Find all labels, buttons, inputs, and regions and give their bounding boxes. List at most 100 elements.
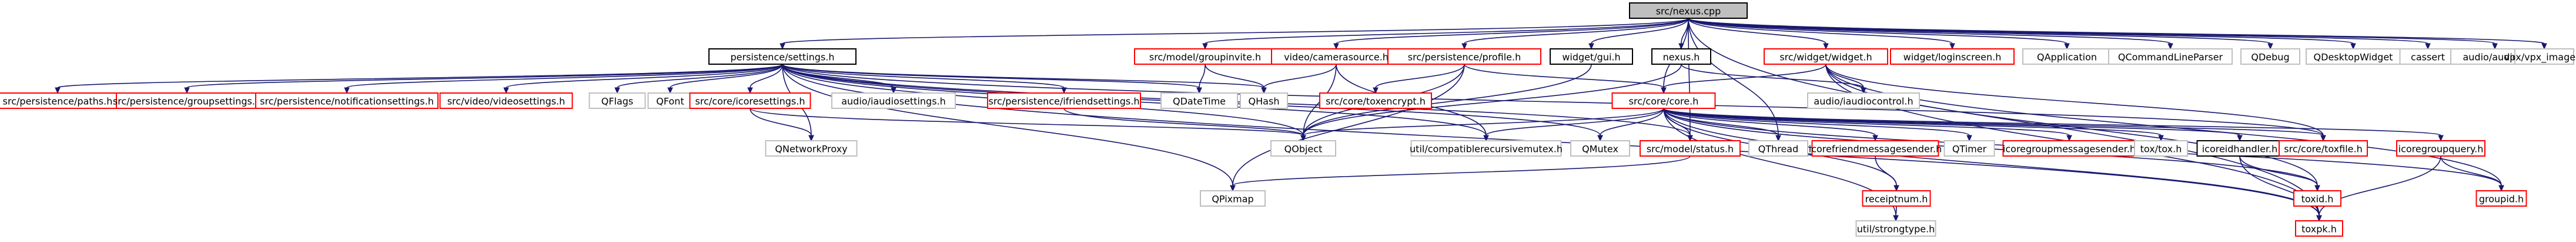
node-qthread[interactable]: QThread [1748, 140, 1808, 157]
node-qfont[interactable]: QFont [647, 92, 693, 109]
node-box [1764, 48, 1888, 65]
node-qdesktopwidget[interactable]: QDesktopWidget [2306, 48, 2401, 65]
node-label: QTimer [1952, 144, 1987, 155]
node-paths[interactable]: src/persistence/paths.h [0, 92, 117, 109]
node-qhash[interactable]: QHash [1240, 92, 1288, 109]
node-groupsettings[interactable]: src/persistence/groupsettings.h [113, 92, 261, 109]
node-idhandler[interactable]: icoreidhandler.h [2196, 140, 2283, 157]
node-label: src/persistence/groupsettings.h [113, 96, 261, 107]
node-label: QObject [1284, 144, 1323, 155]
node-label: QFlags [601, 96, 634, 107]
node-toxpk[interactable]: toxpk.h [2295, 220, 2343, 237]
node-audiosettings[interactable]: audio/iaudiosettings.h [831, 92, 956, 109]
node-box [1811, 140, 1939, 157]
node-label: audio/iaudiocontrol.h [1814, 96, 1913, 107]
node-box [2293, 190, 2341, 207]
edge-core_h-to-groupmsgsender [1663, 108, 2072, 142]
node-groupinvite[interactable]: src/model/groupinvite.h [1134, 48, 1276, 65]
edge-core_h-to-toxfile [1663, 108, 2326, 142]
node-qtimer[interactable]: QTimer [1943, 140, 1995, 157]
edge-profile-to-toxencrypt [1373, 64, 1465, 94]
edge-core_h-to-idhandler [1663, 108, 2243, 142]
node-psettings[interactable]: persistence/settings.h [708, 48, 857, 65]
edge-toxid-to-toxpk [2316, 205, 2322, 222]
node-label: QNetworkProxy [775, 144, 847, 155]
node-qnetproxy[interactable]: QNetworkProxy [765, 140, 858, 157]
node-groupmsgsender[interactable]: icoregroupmessagesender.h [2002, 140, 2136, 157]
node-videosettings[interactable]: src/video/videosettings.h [439, 92, 573, 109]
node-label: icoregroupmessagesender.h [2003, 144, 2136, 155]
node-label: util/strongtype.h [1857, 224, 1935, 235]
node-friendmsgsender[interactable]: icorefriendmessagesender.h [1809, 140, 1942, 157]
node-qcmdline[interactable]: QCommandLineParser [2108, 48, 2233, 65]
node-notifsettings[interactable]: src/persistence/notificationsettings.h [255, 92, 439, 109]
node-label: nexus.h [1663, 52, 1700, 63]
node-toxtox[interactable]: tox/tox.h [2134, 140, 2188, 157]
edge-friendsettings-to-qobject [1063, 108, 1306, 142]
node-strongtype[interactable]: util/strongtype.h [1855, 220, 1936, 237]
node-widget-widget[interactable]: src/widget/widget.h [1764, 48, 1888, 65]
node-camerasource[interactable]: video/camerasource.h [1271, 48, 1401, 65]
node-toxid[interactable]: toxid.h [2293, 190, 2341, 207]
node-label: src/persistence/paths.h [3, 96, 113, 107]
node-box [1240, 92, 1288, 109]
node-vpx[interactable]: vpx/vpx_image.h [2504, 48, 2576, 65]
edge-core_h-to-groupquery [1663, 108, 2444, 142]
node-box [1748, 140, 1808, 157]
node-label: video/camerasource.h [1284, 52, 1389, 63]
node-box [255, 92, 439, 109]
node-toxencrypt[interactable]: src/core/toxencrypt.h [1319, 92, 1432, 109]
node-label: tox/tox.h [2140, 144, 2182, 155]
node-label: QMutex [1582, 144, 1618, 155]
node-box [116, 92, 258, 109]
node-nexus-cpp[interactable]: src/nexus.cpp [1629, 2, 1748, 19]
node-qflags[interactable]: QFlags [588, 92, 646, 109]
node-core-h[interactable]: src/core/core.h [1611, 92, 1716, 109]
node-toxfile[interactable]: src/core/toxfile.h [2279, 140, 2368, 157]
edge-profile-to-core_h [1464, 64, 1667, 94]
node-audiocontrol[interactable]: audio/iaudiocontrol.h [1807, 92, 1920, 109]
node-profile[interactable]: src/persistence/profile.h [1387, 48, 1541, 65]
node-receiptnum[interactable]: receiptnum.h [1862, 190, 1931, 207]
edge-nexus_cpp-to-camerasource [1333, 18, 1689, 50]
node-box [1410, 140, 1562, 157]
node-nexus-h[interactable]: nexus.h [1651, 48, 1711, 65]
node-box [1855, 220, 1936, 237]
node-status-h[interactable]: src/model/status.h [1640, 140, 1741, 157]
edge-psettings-to-qfont [667, 64, 783, 94]
node-label: QHash [1249, 96, 1280, 107]
node-box [2396, 140, 2485, 157]
node-groupid[interactable]: groupid.h [2475, 190, 2527, 207]
node-layer: src/nexus.cpp persistence/settings.h src/m… [0, 2, 2576, 237]
node-qdebug[interactable]: QDebug [2240, 48, 2300, 65]
node-cassert[interactable]: cassert [2399, 48, 2457, 65]
node-box [1319, 92, 1432, 109]
node-box [689, 92, 811, 109]
node-box [1651, 48, 1711, 65]
node-label: audio/iaudiosettings.h [841, 96, 946, 107]
edge-idhandler-to-toxpk [2239, 155, 2322, 222]
node-label: toxpk.h [2301, 224, 2337, 235]
node-box [647, 92, 693, 109]
node-box [1807, 92, 1920, 109]
edge-core_h-to-compatmutex [1483, 108, 1664, 142]
node-groupquery[interactable]: icoregroupquery.h [2396, 140, 2485, 157]
node-label: persistence/settings.h [730, 52, 834, 63]
node-label: src/model/groupinvite.h [1149, 52, 1261, 63]
edge-nexus_cpp-to-widget_widget [1688, 18, 1829, 50]
node-qapplication[interactable]: QApplication [2022, 48, 2112, 65]
node-qpixmap[interactable]: QPixmap [1200, 190, 1266, 207]
node-loginscreen[interactable]: widget/loginscreen.h [1890, 48, 2015, 65]
node-qmutex[interactable]: QMutex [1570, 140, 1630, 157]
node-widget-gui[interactable]: widget/gui.h [1550, 48, 1633, 65]
node-box [1862, 190, 1931, 207]
node-compatmutex[interactable]: util/compatiblerecursivemutex.h [1410, 140, 1563, 157]
node-qdatetime[interactable]: QDateTime [1160, 92, 1238, 109]
edge-psettings-to-notifsettings [344, 64, 783, 94]
node-coresettings[interactable]: src/core/icoresettings.h [689, 92, 811, 109]
edge-camerasource-to-qhash [1261, 64, 1337, 94]
node-qobject[interactable]: QObject [1270, 140, 1336, 157]
node-friendsettings[interactable]: src/persistence/ifriendsettings.h [987, 92, 1141, 109]
edge-nexus_cpp-to-profile [1461, 18, 1689, 50]
